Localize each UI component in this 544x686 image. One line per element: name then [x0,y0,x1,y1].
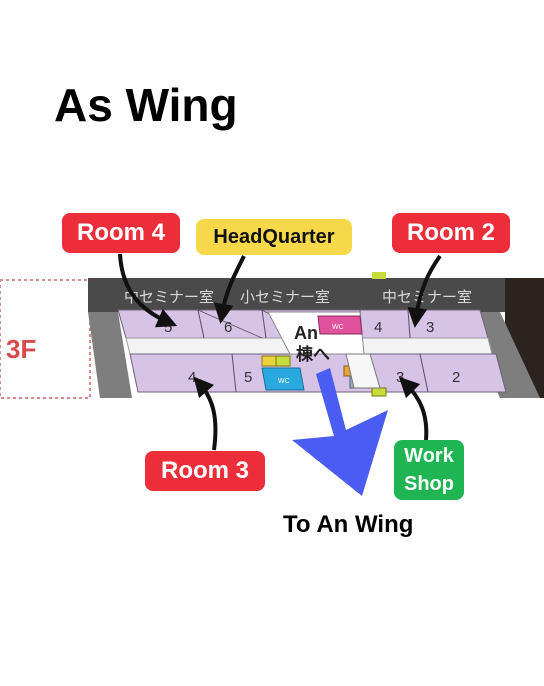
room-name-center: 小セミナー室 [240,288,330,306]
room-number-bottom-2: 5 [244,369,252,386]
headquarter-callout: HeadQuarter [196,219,352,255]
an-wing-label-line2: 棟へ [296,344,330,365]
wc-blue-label: WC [278,378,290,385]
direction-caption: To An Wing [283,511,414,538]
page-title: As Wing [54,79,238,131]
room-number-top-3: 4 [374,319,382,336]
room-name-right: 中セミナー室 [382,288,472,306]
room-number-top-1: 5 [164,319,172,336]
room4-callout: Room 4 [62,213,180,253]
floor-plan-map: 3F WC WC 中セミナー室 小セミナー室 中セミナー室 5 6 4 3 4 … [0,272,544,399]
workshop-callout-line2: Shop [404,473,454,495]
an-wing-label-line1: An [294,323,318,343]
room-number-bottom-4: 2 [452,369,460,386]
room2-callout: Room 2 [392,213,510,253]
room-number-top-2: 6 [224,319,232,336]
wc-pink-label: WC [332,324,344,331]
workshop-callout: Work Shop [394,440,464,500]
room3-callout: Room 3 [145,451,265,491]
room-name-left: 中セミナー室 [124,288,214,306]
workshop-callout-line1: Work [404,445,454,467]
room-number-bottom-3: 3 [396,369,404,386]
floor-label: 3F [6,334,36,364]
room-number-bottom-1: 4 [188,369,196,386]
room-number-top-4: 3 [426,319,434,336]
